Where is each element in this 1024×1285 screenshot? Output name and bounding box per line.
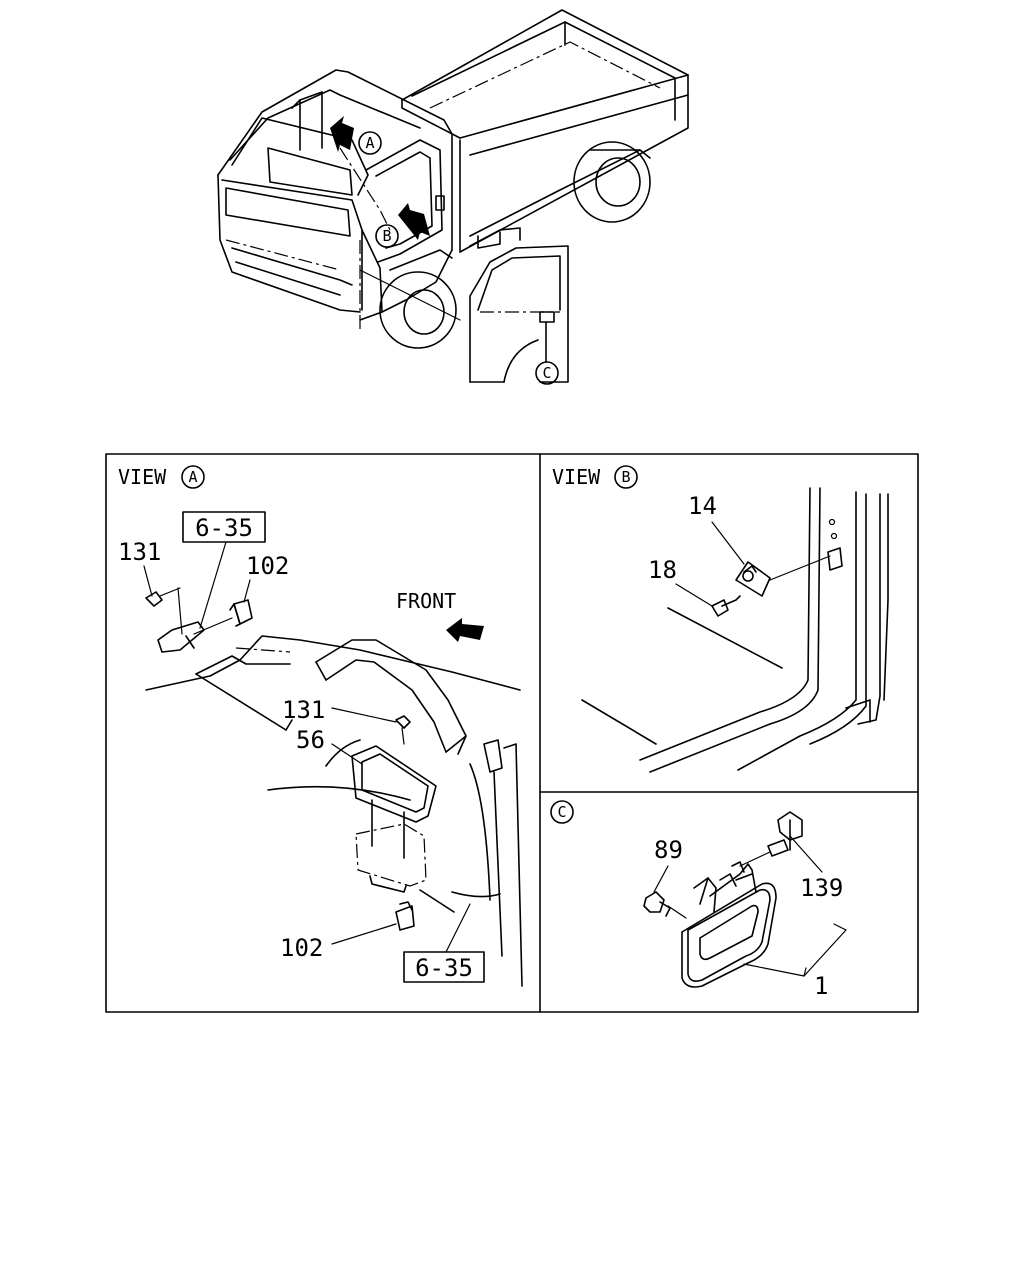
door-striker-14	[735, 555, 831, 597]
front-arrow-icon	[446, 618, 484, 642]
view-b-title: VIEW	[552, 465, 601, 489]
view-b-letter: B	[621, 468, 630, 486]
arrow-a-icon	[330, 116, 354, 152]
door-handle-assy-1	[681, 861, 777, 988]
bolt-131-lower	[395, 715, 411, 745]
view-a-panel: VIEW A FRONT 6-35 131 102	[118, 465, 523, 987]
view-c-panel: C 89 139	[550, 800, 847, 1000]
truck-overview: A B C	[217, 9, 689, 385]
callout-b: B	[375, 224, 399, 248]
ref-top-label: 6-35	[195, 514, 253, 542]
view-c-letter: C	[557, 803, 566, 821]
label-102-lower: 102	[280, 934, 323, 962]
label-1: 1	[814, 972, 828, 1000]
view-panels-frame	[105, 453, 919, 1013]
bolt-131-upper	[145, 587, 183, 635]
assist-handle-56	[351, 745, 437, 893]
clip-102-lower	[395, 901, 415, 931]
callout-b-letter: B	[382, 227, 391, 245]
grab-rail	[315, 639, 467, 755]
screw-18	[711, 595, 741, 617]
rod-139	[739, 811, 803, 867]
label-56: 56	[296, 726, 325, 754]
label-102-upper: 102	[246, 552, 289, 580]
clip-102-upper	[193, 599, 253, 635]
callout-c-letter: C	[542, 364, 551, 382]
callout-a: A	[358, 131, 382, 155]
view-b-panel: VIEW B 14 18	[552, 465, 889, 773]
arrow-b-icon	[398, 203, 430, 240]
label-131-upper: 131	[118, 538, 161, 566]
label-14: 14	[688, 492, 717, 520]
ref-box-top	[182, 511, 266, 543]
label-89: 89	[654, 836, 683, 864]
label-18: 18	[648, 556, 677, 584]
label-131-lower: 131	[282, 696, 325, 724]
front-direction-label: FRONT	[396, 589, 456, 613]
label-139: 139	[800, 874, 843, 902]
ref-box-bottom	[403, 951, 485, 983]
callout-c: C	[535, 361, 559, 385]
callout-a-letter: A	[365, 134, 374, 152]
nut-89	[643, 891, 687, 919]
door-detail	[359, 245, 569, 383]
cargo-bed	[401, 9, 689, 253]
view-a-title: VIEW	[118, 465, 167, 489]
view-a-letter: A	[188, 468, 197, 486]
cab	[217, 69, 457, 349]
ref-bottom-label: 6-35	[415, 954, 473, 982]
